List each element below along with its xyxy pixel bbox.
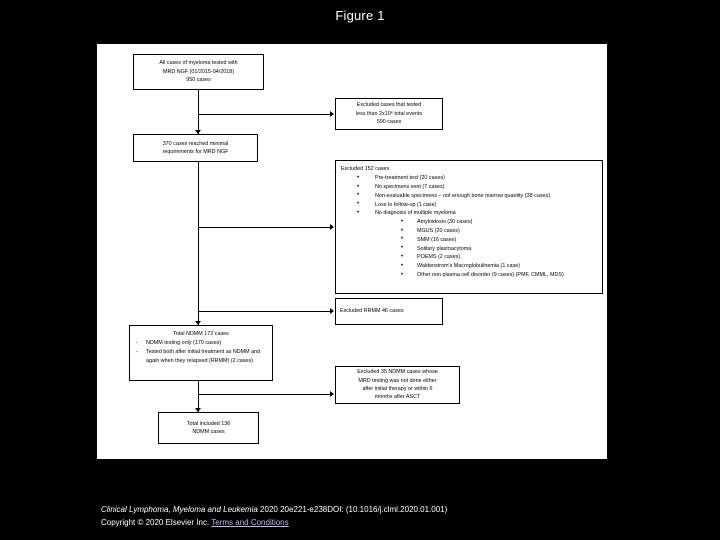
excluded-152-list: • Pre-treatment test (20 cases) • No spe… xyxy=(341,174,597,279)
bullet-icon: • xyxy=(357,183,360,190)
connector-all-to-reached xyxy=(198,90,199,134)
excluded-events-line3: 590 cases xyxy=(376,119,402,126)
footer-citation-line: Clinical Lymphoma, Myeloma and Leukemia … xyxy=(101,503,661,517)
connector-reached-to-ndmm xyxy=(198,162,199,325)
footer-copyright-text: Copyright © 2020 Elsevier Inc. xyxy=(101,518,212,528)
bullet-icon: • xyxy=(357,174,360,181)
bullet-icon: • xyxy=(401,271,404,278)
bullet-icon: • xyxy=(401,245,404,252)
connector-to-excluded-152 xyxy=(198,227,331,228)
sub-list-item-label: POEMS (2 cases) xyxy=(417,254,461,261)
arrowhead-excluded-events xyxy=(330,111,334,117)
list-item: • No specimens sent (7 cases) xyxy=(341,183,597,191)
page-title: Figure 1 xyxy=(335,8,385,23)
footer-citation-detail: 2020 20e221-e238DOI: (10.1016/j.clml.202… xyxy=(257,504,448,514)
sub-list-item-label: Amyloidosis (30 cases) xyxy=(417,219,473,226)
arrowhead-to-total-ndmm xyxy=(195,321,201,325)
list-item: • No diagnosis of multiple myeloma • Amy… xyxy=(341,209,597,279)
connector-to-excluded-rrmm xyxy=(198,311,331,312)
excluded-events-line1: Excluded cases that tested xyxy=(356,102,422,109)
sub-list-item: • Waldenstrom's Macroglobulinemia (1 cas… xyxy=(375,262,597,270)
node-excluded-35-ndmm: Excluded 35 NDMM cases whose MRD testing… xyxy=(335,366,460,404)
bullet-icon: • xyxy=(401,262,404,269)
total-included-line2: NDMM cases xyxy=(192,429,225,435)
arrowhead-excluded-152 xyxy=(330,224,334,230)
list-item: - NDMM testing only (170 cases) xyxy=(135,339,267,347)
list-item-label: Non-evaluable specimens – not enough bon… xyxy=(375,192,550,199)
list-item-label: Tested both after initial treatment as N… xyxy=(146,349,261,364)
excluded-35-line4: months after ASCT xyxy=(374,394,421,401)
list-item: • Non-evaluable specimens – not enough b… xyxy=(341,192,597,200)
list-item: - Tested both after initial treatment as… xyxy=(135,348,267,365)
total-ndmm-list: - NDMM testing only (170 cases) - Tested… xyxy=(135,339,267,365)
bullet-icon: • xyxy=(401,218,404,225)
connector-ndmm-to-included xyxy=(198,381,199,412)
figure-footer: Clinical Lymphoma, Myeloma and Leukemia … xyxy=(101,503,661,530)
excluded-35-line2: MRD testing was not done either xyxy=(358,377,437,384)
list-item: • Pre-treatment test (20 cases) xyxy=(341,174,597,182)
connector-to-excluded-35 xyxy=(198,394,331,395)
bullet-icon: • xyxy=(401,236,404,243)
all-cases-line1: All cases of myeloma tested with xyxy=(159,60,238,67)
footer-journal-name: Clinical Lymphoma, Myeloma and Leukemia xyxy=(101,504,258,514)
list-item-label: NDMM testing only (170 cases) xyxy=(146,340,222,347)
arrowhead-to-total-included xyxy=(195,408,201,412)
node-all-cases: All cases of myeloma tested with MRD NGF… xyxy=(133,54,264,90)
list-item-label: No specimens sent (7 cases) xyxy=(375,184,445,191)
bullet-icon: • xyxy=(401,253,404,260)
figure-canvas: All cases of myeloma tested with MRD NGF… xyxy=(97,44,607,459)
bullet-icon: • xyxy=(401,227,404,234)
sub-list-item-label: Solitary plasmacytoma xyxy=(417,245,472,252)
connector-to-excluded-events xyxy=(198,114,331,115)
terms-and-conditions-link[interactable]: Terms and Conditions xyxy=(211,518,289,528)
all-cases-line2: MRD NGF (01/2015-04/2018) xyxy=(162,68,234,75)
sub-list-item: • POEMS (2 cases) xyxy=(375,253,597,261)
bullet-icon: • xyxy=(357,209,360,216)
node-total-ndmm: Total NDMM 172 cases - NDMM testing only… xyxy=(129,325,273,381)
node-total-included: Total included 136 NDMM cases xyxy=(158,412,259,444)
sub-list-item: • Solitary plasmacytoma xyxy=(375,245,597,253)
all-cases-line3: 950 cases xyxy=(186,77,211,84)
sub-list-item-label: Waldenstrom's Macroglobulinemia (1 case) xyxy=(417,263,520,270)
arrowhead-excluded-35 xyxy=(330,391,334,397)
reached-minimal-line2: requirements for MRD NGF xyxy=(162,149,229,155)
node-excluded-152-cases: Excluded 152 cases • Pre-treatment test … xyxy=(335,160,603,294)
sub-list-item: • Other non plasma cell disorder (9 case… xyxy=(375,271,597,279)
total-ndmm-heading: Total NDMM 172 cases xyxy=(173,331,229,337)
node-excluded-rrmm: Excluded RRMM 46 cases xyxy=(335,298,443,325)
sub-list-item-label: Other non plasma cell disorder (9 cases)… xyxy=(417,272,564,278)
list-item-label: Pre-treatment test (20 cases) xyxy=(375,175,445,182)
list-item-label: No diagnosis of multiple myeloma xyxy=(375,210,456,217)
excluded-152-heading: Excluded 152 cases xyxy=(341,166,390,172)
sub-list-item: • MGUS (20 cases) xyxy=(375,227,597,235)
bullet-icon: • xyxy=(357,192,360,199)
reached-minimal-line1: 370 cases reached minimal xyxy=(162,140,229,147)
total-included-line1: Total included 136 xyxy=(186,420,231,427)
excluded-rrmm-label: Excluded RRMM 46 cases xyxy=(340,308,404,315)
bullet-icon: • xyxy=(357,201,360,208)
list-item-label: Loss to follow-up (1 case) xyxy=(375,201,437,208)
node-excluded-low-events: Excluded cases that tested less than 2x1… xyxy=(335,98,443,130)
dash-icon: - xyxy=(136,339,138,346)
excluded-events-line2: less than 2x10⁶ total events xyxy=(355,110,423,117)
sub-list-item-label: SMM (16 cases) xyxy=(417,236,457,243)
list-item: • Loss to follow-up (1 case) xyxy=(341,201,597,209)
excluded-35-line3: after initial therapy or within 6 xyxy=(362,386,433,392)
no-diagnosis-sublist: • Amyloidosis (30 cases) • MGUS (20 case… xyxy=(375,218,597,279)
excluded-35-line1: Excluded 35 NDMM cases whose xyxy=(357,369,438,376)
node-reached-minimal-requirements: 370 cases reached minimal requirements f… xyxy=(133,134,258,162)
sub-list-item-label: MGUS (20 cases) xyxy=(417,228,460,235)
footer-copyright-line: Copyright © 2020 Elsevier Inc. Terms and… xyxy=(101,516,661,530)
dash-icon: - xyxy=(136,348,138,355)
sub-list-item: • Amyloidosis (30 cases) xyxy=(375,218,597,226)
sub-list-item: • SMM (16 cases) xyxy=(375,236,597,244)
arrowhead-to-reached xyxy=(195,130,201,134)
arrowhead-excluded-rrmm xyxy=(330,308,334,314)
